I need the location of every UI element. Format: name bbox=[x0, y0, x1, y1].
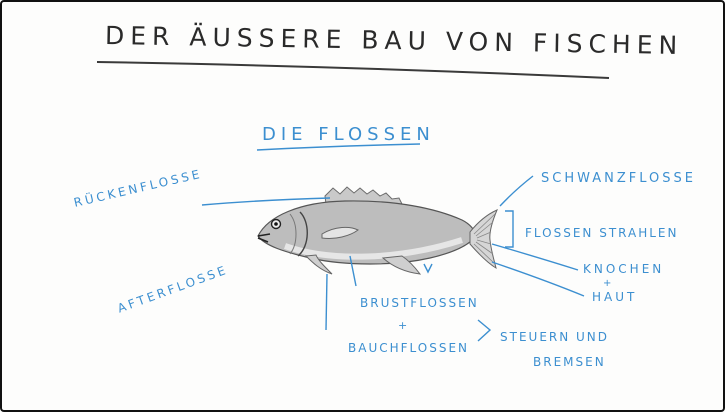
label-plus-brust-bauch: + bbox=[398, 319, 410, 332]
section-subtitle: Die Flossen bbox=[262, 124, 435, 145]
pointer-schwanzflosse bbox=[500, 176, 533, 206]
label-knochen: Knochen bbox=[583, 262, 664, 276]
label-bremsen: Bremsen bbox=[533, 355, 606, 369]
pointer-brustflossen-1 bbox=[326, 274, 327, 330]
title-underline bbox=[97, 62, 609, 78]
label-plus-knochen-haut: + bbox=[603, 278, 614, 289]
label-haut: Haut bbox=[592, 290, 637, 304]
label-schwanzflosse: Schwanzflosse bbox=[541, 171, 696, 186]
label-flossenstrahlen: Flossen Strahlen bbox=[525, 226, 679, 240]
fish-illustration bbox=[258, 187, 497, 274]
label-brustflossen: Brustflossen bbox=[360, 296, 479, 310]
label-steuern: Steuern und bbox=[500, 330, 609, 344]
tail-fin bbox=[470, 210, 497, 268]
bracket-flossenstrahlen bbox=[505, 211, 513, 247]
label-bauchflossen: Bauchflossen bbox=[348, 341, 469, 355]
arrow-steuern bbox=[478, 320, 490, 341]
pointer-rueckenflosse bbox=[202, 198, 330, 205]
